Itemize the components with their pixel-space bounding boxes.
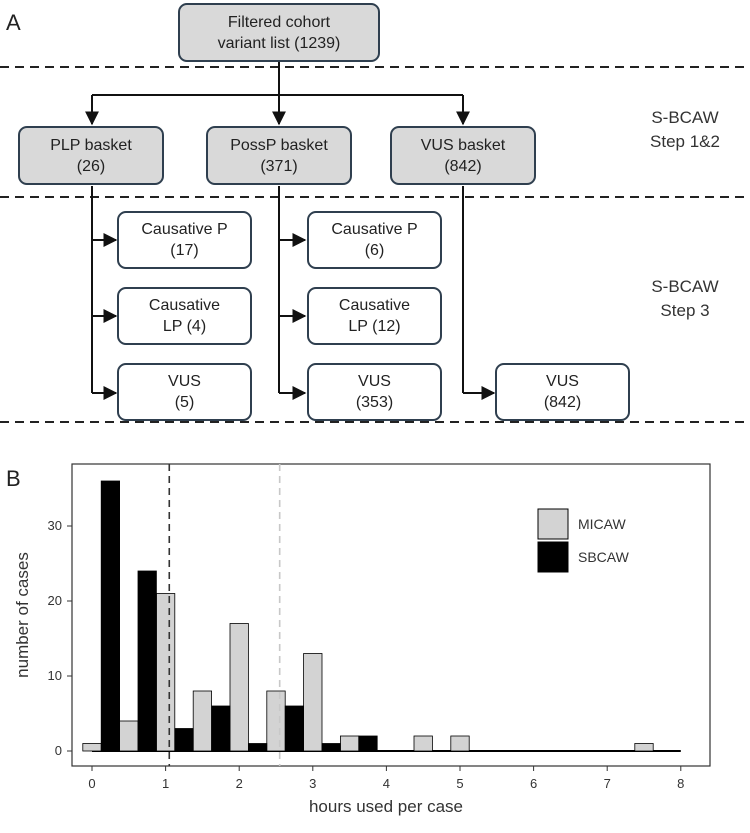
x-tick-label-5: 5 (456, 776, 463, 791)
legend-swatch-micaw (537, 508, 569, 540)
bar-micaw-4 (229, 623, 249, 752)
possp-causative-lp-line2: LP (12) (348, 318, 401, 335)
panel-b-label: B (6, 466, 21, 491)
x-tick-label-2: 2 (236, 776, 243, 791)
bar-micaw-2 (155, 593, 176, 752)
bar-sbcaw-6 (321, 743, 341, 752)
x-tick-label-3: 3 (309, 776, 316, 791)
possp-causative-lp-node: Causative LP (12) (307, 287, 442, 345)
possp-basket-node: PossP basket (371) (206, 126, 352, 185)
x-axis-title: hours used per case (309, 797, 463, 816)
plp-basket-line2: (26) (76, 157, 106, 175)
possp-vus-line2: (353) (355, 394, 394, 411)
bar-micaw-15 (634, 743, 654, 752)
bar-micaw-3 (192, 690, 212, 752)
step-1-2-label: S-BCAW Step 1&2 (630, 106, 740, 154)
y-tick-label-0: 0 (55, 743, 62, 758)
bar-sbcaw-0 (100, 480, 120, 752)
vus-basket-line1: VUS basket (420, 136, 506, 154)
vus-vus-line1: VUS (546, 373, 579, 390)
plp-causative-p-line2: (17) (170, 242, 199, 259)
y-tick-label-30: 30 (48, 518, 62, 533)
bar-micaw-9 (413, 735, 433, 752)
plp-causative-lp-line2: LP (4) (162, 318, 207, 335)
plp-causative-lp-line1: Causative (148, 297, 221, 314)
plp-vus-line1: VUS (168, 373, 201, 390)
bar-sbcaw-1 (137, 570, 157, 752)
legend-label-micaw: MICAW (578, 516, 626, 532)
plp-causative-p-node: Causative P (17) (117, 211, 252, 269)
bar-micaw-0 (82, 743, 102, 752)
plp-basket-node: PLP basket (26) (18, 126, 164, 185)
plp-causative-p-line1: Causative P (141, 221, 228, 238)
vus-basket-node: VUS basket (842) (390, 126, 536, 185)
panel-a-label: A (6, 10, 21, 35)
legend-swatch-sbcaw (537, 541, 569, 573)
bar-micaw-1 (119, 720, 139, 752)
plp-vus-node: VUS (5) (117, 363, 252, 421)
x-tick-label-8: 8 (677, 776, 684, 791)
possp-vus-line1: VUS (358, 373, 391, 390)
step-1-2-line2: Step 1&2 (650, 132, 720, 151)
possp-causative-p-line1: Causative P (331, 221, 418, 238)
x-tick-label-0: 0 (88, 776, 95, 791)
bar-micaw-7 (339, 735, 360, 752)
legend-layer: MICAW SBCAW (537, 508, 630, 573)
x-tick-label-4: 4 (383, 776, 390, 791)
y-tick-label-10: 10 (48, 668, 62, 683)
bar-micaw-10 (450, 735, 470, 752)
flowchart-connectors (0, 62, 750, 423)
bar-micaw-6 (303, 653, 323, 752)
x-tick-label-7: 7 (604, 776, 611, 791)
possp-causative-lp-line1: Causative (338, 297, 411, 314)
legend-label-sbcaw: SBCAW (578, 549, 630, 565)
step-3-label: S-BCAW Step 3 (630, 275, 740, 323)
plot-frame (71, 463, 711, 767)
x-tick-label-1: 1 (162, 776, 169, 791)
possp-causative-p-node: Causative P (6) (307, 211, 442, 269)
vus-vus-line2: (842) (543, 394, 582, 411)
root-node-filtered-cohort: Filtered cohort variant list (1239) (178, 3, 380, 62)
vus-basket-line2: (842) (444, 157, 482, 175)
bar-sbcaw-5 (284, 705, 305, 752)
root-node-line2: variant list (1239) (217, 34, 341, 52)
root-node-line1: Filtered cohort (227, 13, 331, 31)
y-tick-label-20: 20 (48, 593, 62, 608)
vus-vus-node: VUS (842) (495, 363, 630, 421)
step-1-2-line1: S-BCAW (651, 108, 719, 127)
bar-sbcaw-7 (358, 735, 378, 752)
plp-causative-lp-node: Causative LP (4) (117, 287, 252, 345)
plp-vus-line2: (5) (174, 394, 195, 411)
possp-causative-p-line2: (6) (364, 242, 385, 259)
possp-basket-line1: PossP basket (230, 136, 328, 154)
bar-sbcaw-2 (174, 728, 194, 752)
x-tick-label-6: 6 (530, 776, 537, 791)
bar-sbcaw-3 (211, 705, 231, 752)
possp-vus-node: VUS (353) (307, 363, 442, 421)
bar-sbcaw-4 (247, 743, 268, 752)
axis-layer: 0 1 2 3 4 5 6 7 8 0 10 20 30 (48, 518, 685, 791)
step-3-line1: S-BCAW (651, 277, 719, 296)
reference-lines-layer (168, 464, 281, 766)
plp-basket-line1: PLP basket (50, 136, 132, 154)
possp-basket-line2: (371) (260, 157, 298, 175)
bar-micaw-5 (266, 690, 286, 752)
bars-layer (82, 480, 681, 752)
y-axis-title: number of cases (13, 552, 32, 678)
step-3-line2: Step 3 (660, 301, 710, 320)
